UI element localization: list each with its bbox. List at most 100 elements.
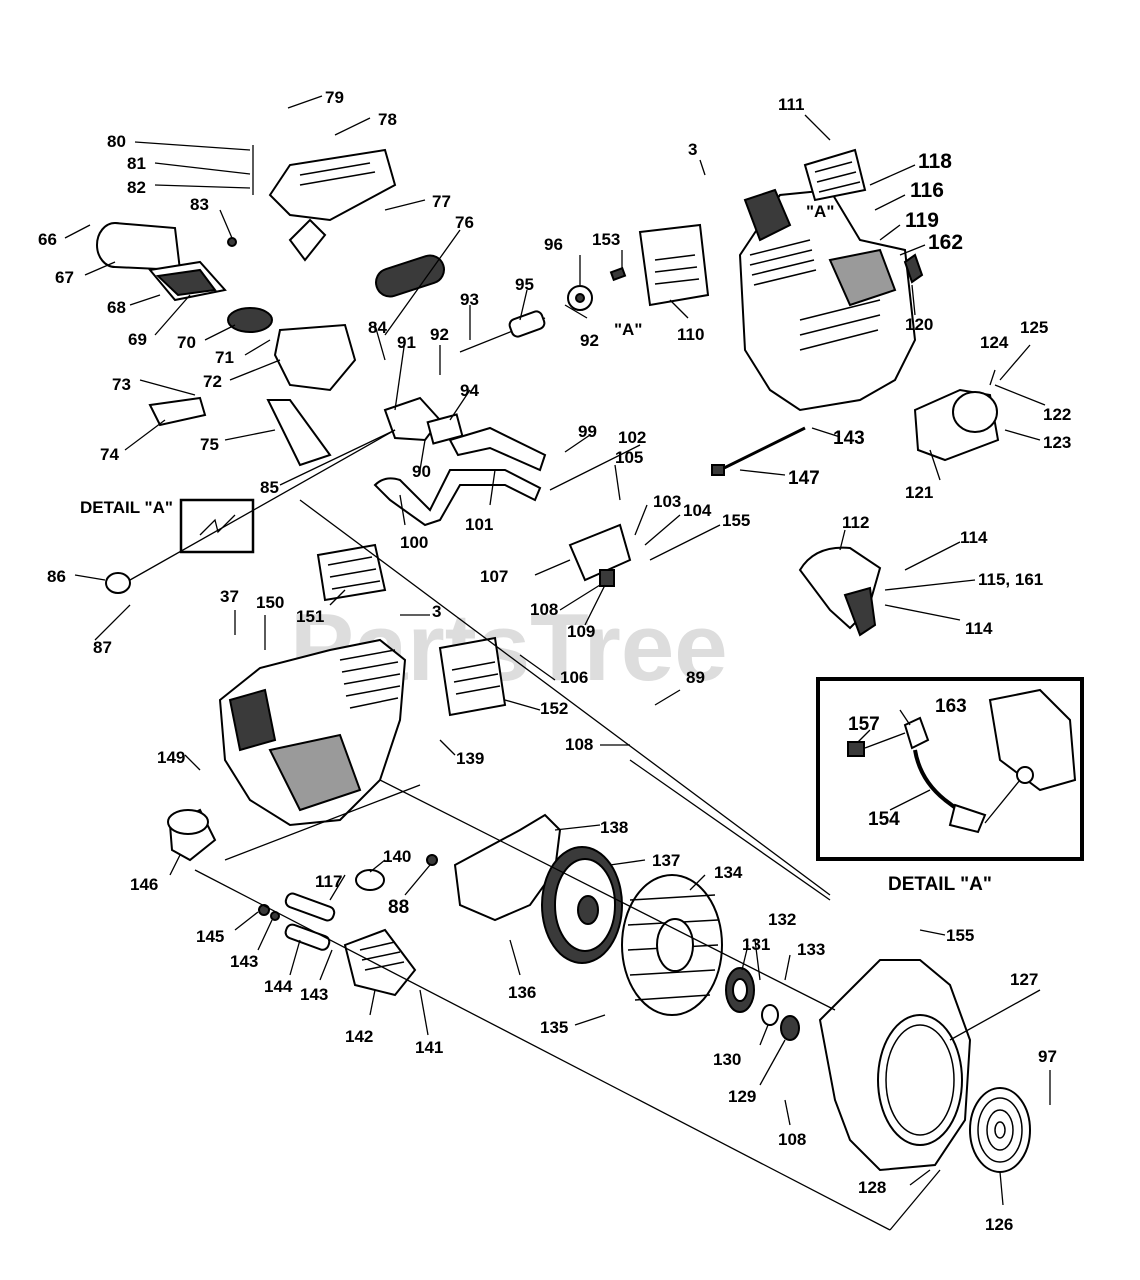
callout-108a: 108 bbox=[530, 600, 558, 619]
callout-119: 119 bbox=[905, 209, 939, 232]
callout-68: 68 bbox=[107, 298, 126, 317]
ref-a-1: "A" bbox=[614, 320, 642, 339]
callout-151: 151 bbox=[296, 607, 324, 626]
callout-124: 124 bbox=[980, 333, 1009, 352]
callout-73: 73 bbox=[112, 375, 131, 394]
callout-116: 116 bbox=[910, 179, 944, 202]
callout-78: 78 bbox=[378, 110, 397, 129]
callout-163: 163 bbox=[935, 696, 967, 717]
callout-92b: 92 bbox=[580, 331, 599, 350]
detail-a-caption: DETAIL "A" bbox=[888, 874, 992, 895]
callout-126: 126 bbox=[985, 1215, 1013, 1234]
callout-143b: 143 bbox=[230, 952, 258, 971]
callout-143a: 143 bbox=[833, 428, 865, 449]
callout-102: 102 bbox=[618, 428, 646, 447]
callout-154: 154 bbox=[868, 809, 900, 830]
callout-120: 120 bbox=[905, 315, 933, 334]
detail-a-ref-label: DETAIL "A" bbox=[80, 498, 173, 517]
callout-3a: 3 bbox=[688, 140, 697, 159]
callout-115-161: 115, 161 bbox=[978, 570, 1043, 589]
callout-100: 100 bbox=[400, 533, 428, 552]
callout-101: 101 bbox=[465, 515, 493, 534]
label-111 bbox=[803, 148, 867, 202]
callout-155b: 155 bbox=[946, 926, 974, 945]
air-cleaner-cover bbox=[268, 148, 397, 222]
callout-91: 91 bbox=[397, 333, 416, 352]
callout-92a: 92 bbox=[430, 325, 449, 344]
callout-127: 127 bbox=[1010, 970, 1038, 989]
callout-131: 131 bbox=[742, 935, 770, 954]
callout-122: 122 bbox=[1043, 405, 1071, 424]
callout-121: 121 bbox=[905, 483, 933, 502]
lower-engine bbox=[167, 543, 507, 862]
callout-153: 153 bbox=[592, 230, 620, 249]
upper-engine bbox=[711, 148, 1000, 476]
rotating-screen bbox=[969, 1087, 1031, 1173]
callout-111: 111 bbox=[778, 95, 805, 114]
callout-106: 106 bbox=[560, 668, 588, 687]
callout-94: 94 bbox=[460, 381, 479, 400]
intake-group bbox=[373, 266, 632, 587]
callout-129: 129 bbox=[728, 1087, 756, 1106]
callout-71: 71 bbox=[215, 348, 234, 367]
ignition-module bbox=[343, 928, 417, 997]
callout-69: 69 bbox=[128, 330, 147, 349]
leader-lines bbox=[64, 95, 1051, 1231]
callout-162: 162 bbox=[928, 231, 963, 254]
callout-137: 137 bbox=[652, 851, 680, 870]
callout-141: 141 bbox=[415, 1038, 443, 1057]
ref-a-2: "A" bbox=[806, 202, 834, 221]
callout-110: 110 bbox=[677, 325, 704, 344]
callout-108c: 108 bbox=[778, 1130, 806, 1149]
callout-109: 109 bbox=[567, 622, 595, 641]
callout-117: 117 bbox=[315, 872, 342, 891]
air-cleaner-group bbox=[96, 145, 445, 467]
air-cleaner-base bbox=[273, 323, 357, 392]
engine-block-lower bbox=[218, 638, 407, 827]
callout-76: 76 bbox=[455, 213, 474, 232]
callout-3b: 3 bbox=[432, 602, 441, 621]
lower-parts bbox=[258, 854, 438, 997]
callout-108b: 108 bbox=[565, 735, 593, 754]
callout-66: 66 bbox=[38, 230, 57, 249]
shield-152 bbox=[438, 636, 507, 717]
callout-95: 95 bbox=[515, 275, 534, 294]
callout-142: 142 bbox=[345, 1027, 373, 1046]
callout-labels: 79 78 80 81 82 77 83 66 67 68 69 70 71 7… bbox=[38, 88, 1071, 1234]
callout-81: 81 bbox=[127, 154, 146, 173]
callout-114a: 114 bbox=[960, 528, 988, 547]
callout-140: 140 bbox=[383, 847, 411, 866]
callout-147: 147 bbox=[788, 468, 820, 489]
callout-75: 75 bbox=[200, 435, 219, 454]
callout-93: 93 bbox=[460, 290, 479, 309]
callout-77: 77 bbox=[432, 192, 451, 211]
callout-72: 72 bbox=[203, 372, 222, 391]
callout-104: 104 bbox=[683, 501, 712, 520]
callout-138: 138 bbox=[600, 818, 628, 837]
callout-112: 112 bbox=[842, 513, 869, 532]
callout-90: 90 bbox=[412, 462, 431, 481]
callout-128: 128 bbox=[858, 1178, 886, 1197]
callout-118: 118 bbox=[918, 150, 952, 173]
callout-96: 96 bbox=[544, 235, 563, 254]
flywheel-group bbox=[453, 813, 1031, 1173]
callout-150: 150 bbox=[256, 593, 284, 612]
callout-105: 105 bbox=[615, 448, 643, 467]
callout-89: 89 bbox=[686, 668, 705, 687]
callout-157: 157 bbox=[848, 714, 880, 735]
callout-149: 149 bbox=[157, 748, 185, 767]
callout-135: 135 bbox=[540, 1018, 568, 1037]
callout-139: 139 bbox=[456, 749, 484, 768]
callout-86: 86 bbox=[47, 567, 66, 586]
cover-knob bbox=[288, 218, 327, 262]
callout-70: 70 bbox=[177, 333, 196, 352]
callout-134: 134 bbox=[714, 863, 743, 882]
callout-87: 87 bbox=[93, 638, 112, 657]
callout-123: 123 bbox=[1043, 433, 1071, 452]
callout-146: 146 bbox=[130, 875, 158, 894]
callout-88: 88 bbox=[388, 897, 409, 918]
detail-a-box bbox=[816, 677, 1084, 861]
callout-97: 97 bbox=[1038, 1047, 1057, 1066]
callout-107: 107 bbox=[480, 567, 508, 586]
